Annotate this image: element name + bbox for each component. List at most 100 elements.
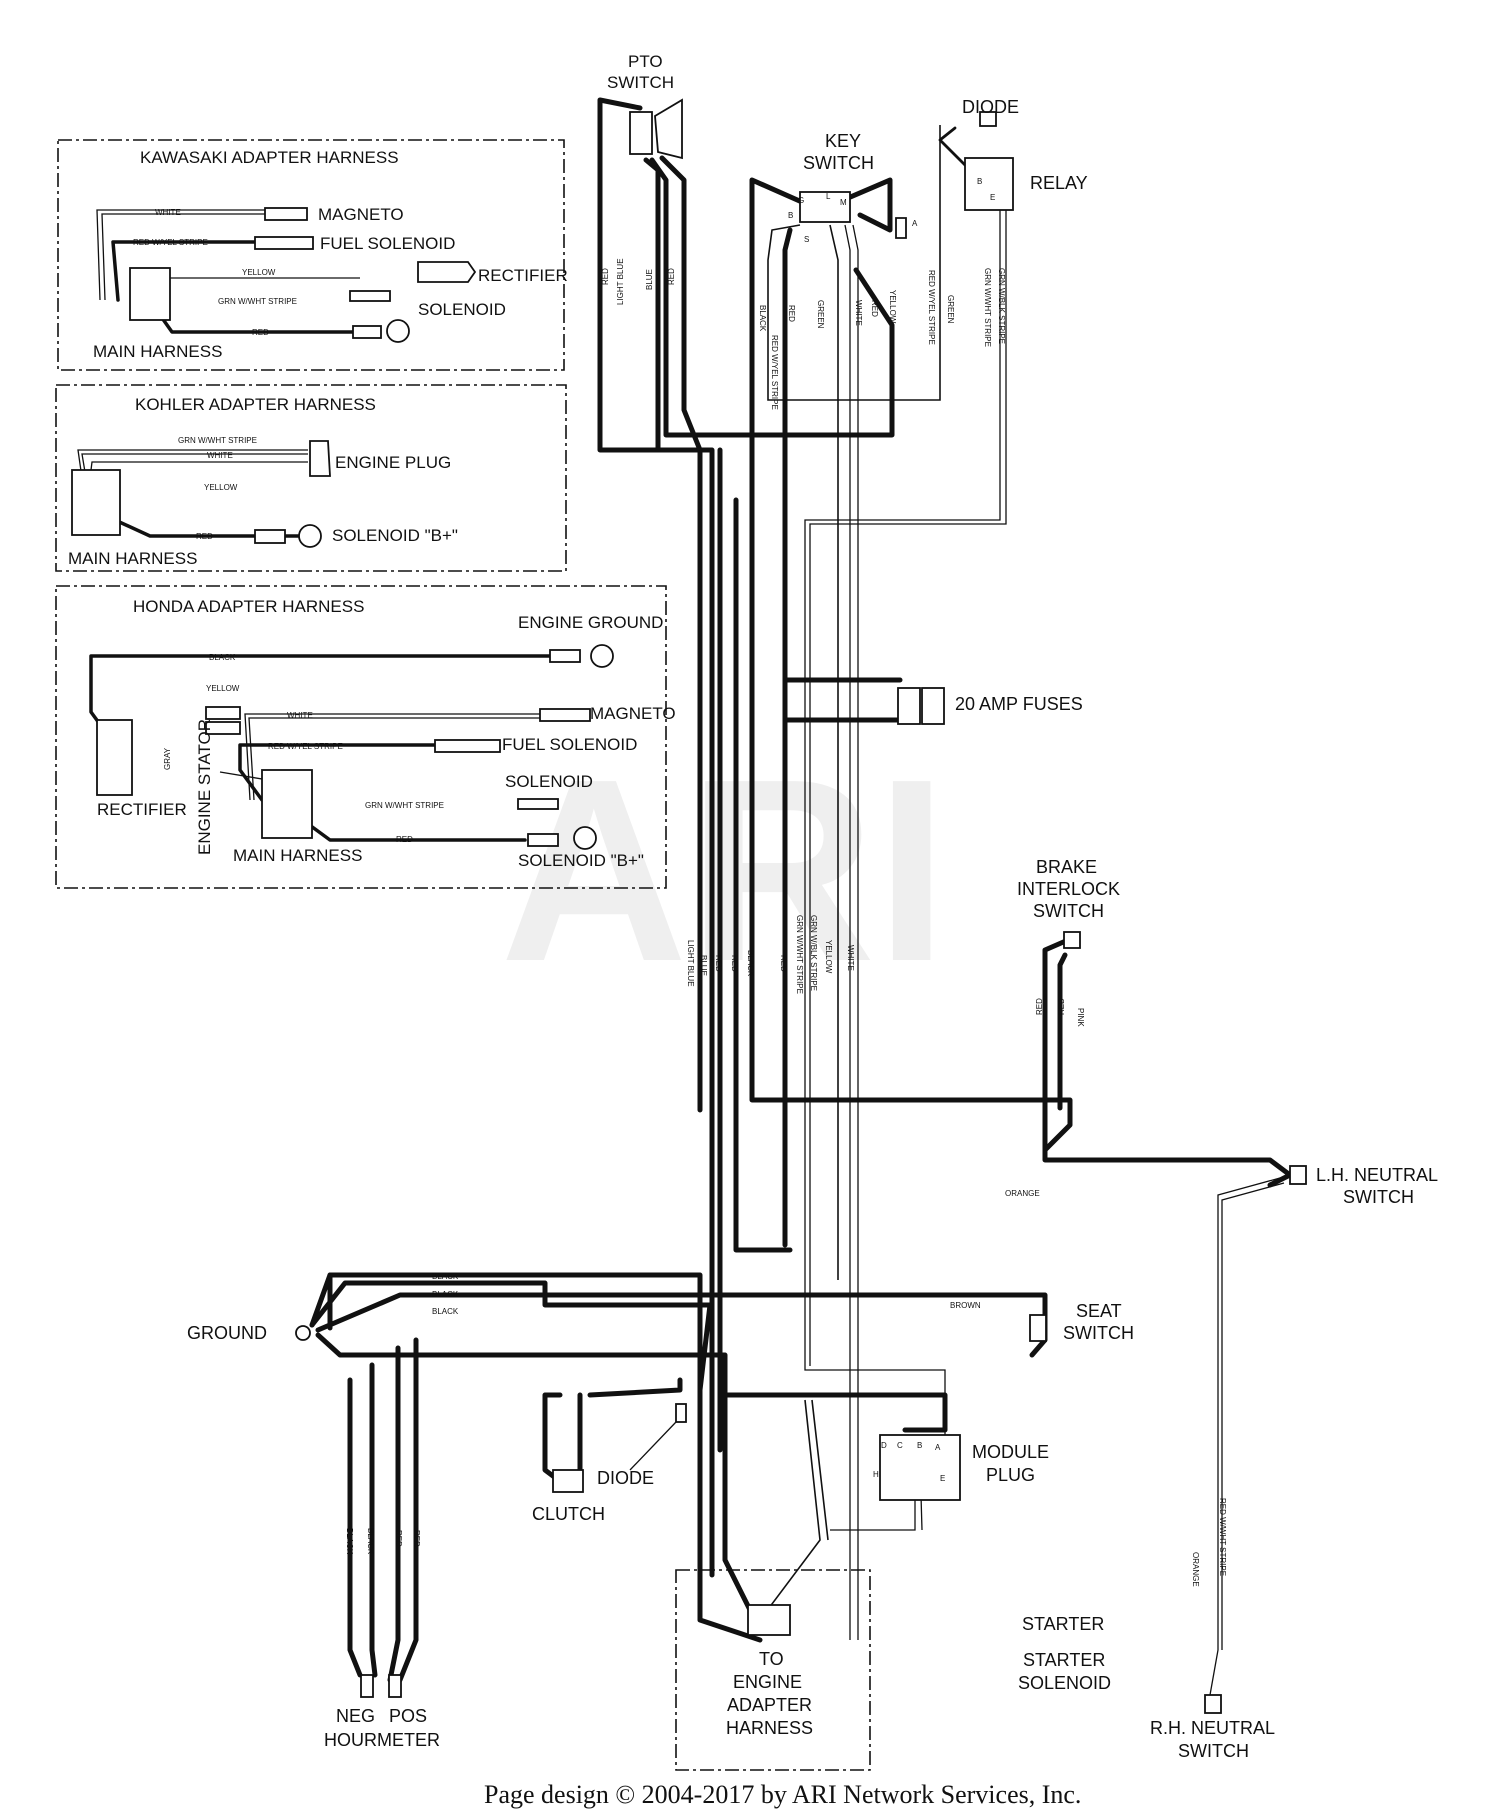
trunk-blue-label: BLUE: [699, 955, 708, 976]
trunk-grn-wht-label: GRN W/WHT STRIPE: [795, 915, 804, 994]
trunk-red-label: RED: [714, 955, 723, 972]
honda-white-label: WHITE: [287, 711, 313, 720]
trunk-black-label: BLACK: [746, 950, 755, 977]
kawasaki-red-label: RED: [252, 328, 269, 337]
module-terminal-a: A: [935, 1443, 941, 1452]
module-terminal-d: D: [881, 1441, 887, 1450]
trunk-red3-label: RED: [779, 955, 788, 972]
kohler-solenoid-ring: [298, 524, 322, 548]
hm-black2-label: BLACK: [366, 1528, 375, 1555]
module-plug-label-2: PLUG: [986, 1465, 1035, 1485]
ground-black1-label: BLACK: [432, 1272, 459, 1281]
clutch-label: CLUTCH: [532, 1504, 605, 1524]
rh-neutral-label-2: SWITCH: [1178, 1741, 1249, 1761]
pto-switch-label-1: PTO: [628, 52, 663, 71]
rh-red-wht-label: RED W/WHT STRIPE: [1218, 1498, 1227, 1576]
key-terminal-g: G: [798, 196, 804, 205]
module-plug-body: [879, 1434, 961, 1501]
kawasaki-solenoid-label: SOLENOID: [418, 300, 506, 319]
relay-grn-blk-label: GRN W/BLK STRIPE: [997, 268, 1006, 344]
pto-red2-label: RED: [667, 268, 676, 285]
honda-box: [55, 585, 667, 889]
kohler-red-wire: [113, 518, 307, 538]
lh-neutral-label-2: SWITCH: [1343, 1187, 1414, 1207]
ground-black3-label: BLACK: [432, 1307, 459, 1316]
clutch: DIODE CLUTCH: [532, 1403, 687, 1524]
honda-rectifier-block: [96, 719, 133, 796]
trunk-lightblue-label: LIGHT BLUE: [686, 940, 695, 987]
honda-black-label: BLACK: [209, 653, 236, 662]
key-yellow-label: YELLOW: [888, 290, 897, 324]
ground-terminal: GROUND: [187, 1323, 311, 1343]
honda-red-yel-label: RED W/YEL STRIPE: [268, 742, 343, 751]
honda-solenoid-label: SOLENOID: [505, 772, 593, 791]
starter-solenoid-label-1: STARTER: [1023, 1650, 1105, 1670]
fuses-label: 20 AMP FUSES: [955, 694, 1083, 714]
key-white-label: WHITE: [854, 300, 863, 326]
module-plug-label-1: MODULE: [972, 1442, 1049, 1462]
brown-wire-label: BROWN: [950, 1301, 981, 1310]
pto-red-label: RED: [601, 268, 610, 285]
kohler-white-label: WHITE: [207, 451, 233, 460]
brake-label-2: INTERLOCK: [1017, 879, 1120, 899]
honda-adapter-harness: HONDA ADAPTER HARNESS ENGINE GROUND MAGN…: [55, 585, 676, 889]
brake-label-3: SWITCH: [1033, 901, 1104, 921]
lh-neutral-switch: L.H. NEUTRAL SWITCH: [1289, 1165, 1438, 1207]
honda-solenoid-connector: [517, 798, 559, 810]
module-terminal-e: E: [940, 1474, 945, 1483]
key-switch-label-2: SWITCH: [803, 153, 874, 173]
kawasaki-solenoid-ring: [386, 319, 410, 343]
trunk-grn-blk-label: GRN W/BLK STRIPE: [809, 915, 818, 991]
kohler-title: KOHLER ADAPTER HARNESS: [135, 395, 376, 414]
hourmeter-neg-terminal: [360, 1674, 374, 1698]
brake-label-1: BRAKE: [1036, 857, 1097, 877]
kohler-engine-plug-label: ENGINE PLUG: [335, 453, 451, 472]
pto-switch-body: [629, 111, 653, 155]
rh-neutral-switch: R.H. NEUTRAL SWITCH: [1150, 1694, 1275, 1761]
key-terminal-l: L: [826, 192, 831, 201]
engine-stator-connector: [205, 706, 241, 720]
kawasaki-rectifier-label: RECTIFIER: [478, 266, 568, 285]
relay-green-label: GREEN: [946, 295, 955, 324]
honda-yellow-label: YELLOW: [206, 684, 240, 693]
honda-solenoid-b-label: SOLENOID "B+": [518, 851, 644, 870]
module-terminal-b: B: [917, 1441, 922, 1450]
honda-magneto-connector: [539, 708, 591, 722]
key-switch-label-1: KEY: [825, 131, 861, 151]
key-red-label: RED: [787, 305, 796, 322]
kawasaki-adapter-harness: KAWASAKI ADAPTER HARNESS MAGNETO FUEL SO…: [57, 139, 568, 371]
pto-lightblue-label: LIGHT BLUE: [616, 258, 625, 305]
honda-magneto-label: MAGNETO: [590, 704, 676, 723]
hm-red1-label: RED: [394, 1530, 403, 1547]
pto-switch-lever: [654, 98, 683, 160]
ground-black2-label: BLACK: [432, 1290, 459, 1299]
kohler-yellow-label: YELLOW: [204, 483, 238, 492]
key-switch-body: [799, 191, 851, 223]
kawasaki-white-wire: [101, 213, 265, 301]
kawasaki-solenoid-connector: [349, 290, 391, 302]
key-green-label: GREEN: [816, 300, 825, 329]
kawasaki-fuel-solenoid-label: FUEL SOLENOID: [320, 234, 455, 253]
fuse-2: [921, 687, 945, 725]
watermark: ARI: [500, 726, 948, 1016]
key-terminal-b: B: [788, 211, 793, 220]
relay: B E DIODE RELAY: [962, 97, 1088, 211]
seat-switch-body: [1029, 1314, 1047, 1342]
kawasaki-title: KAWASAKI ADAPTER HARNESS: [140, 148, 399, 167]
kawasaki-main-harness-label: MAIN HARNESS: [93, 342, 222, 361]
relay-red-yel-label: RED W/YEL STRIPE: [927, 270, 936, 345]
honda-fuel-solenoid-label: FUEL SOLENOID: [502, 735, 637, 754]
rh-orange-label: ORANGE: [1191, 1552, 1200, 1587]
bottom-diode-label: DIODE: [597, 1468, 654, 1488]
honda-engine-stator-label: ENGINE STATOR: [195, 719, 214, 855]
copyright-footer: Page design © 2004-2017 by ARI Network S…: [484, 1780, 1081, 1809]
key-terminal-m: M: [840, 198, 847, 207]
honda-black-wire: [89, 654, 552, 736]
module-terminal-c: C: [897, 1441, 903, 1450]
engine-adapter-label-2: ENGINE: [733, 1672, 802, 1692]
honda-rectifier-label: RECTIFIER: [97, 800, 187, 819]
starter-solenoid-label-2: SOLENOID: [1018, 1673, 1111, 1693]
kohler-box: [55, 384, 567, 572]
kawasaki-magneto-label: MAGNETO: [318, 205, 404, 224]
rh-neutral-label-1: R.H. NEUTRAL: [1150, 1718, 1275, 1738]
